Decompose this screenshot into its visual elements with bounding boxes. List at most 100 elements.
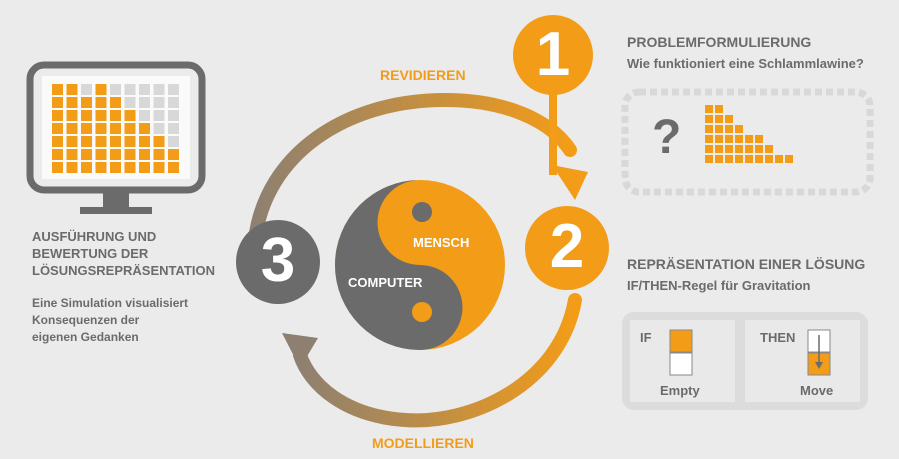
pixel-cell bbox=[81, 162, 92, 173]
yin-yang-icon bbox=[335, 180, 505, 350]
pixel-cell bbox=[110, 84, 121, 95]
question-mark-icon: ? bbox=[652, 111, 682, 164]
pixel-cell bbox=[153, 123, 165, 134]
pixel-cell bbox=[81, 123, 92, 134]
pixel-cell bbox=[66, 84, 78, 95]
pixel-cell bbox=[110, 149, 121, 160]
pixel-cell bbox=[765, 155, 773, 163]
monitor-icon bbox=[26, 61, 206, 214]
step3-title-line: AUSFÜHRUNG UND bbox=[32, 229, 157, 244]
pixel-cell bbox=[153, 136, 165, 147]
pixel-cell bbox=[705, 105, 713, 113]
pixel-cell bbox=[715, 155, 723, 163]
pixel-cell bbox=[745, 145, 753, 153]
rule-panel bbox=[622, 312, 868, 410]
revise-arrowhead bbox=[552, 165, 588, 200]
pixel-cell bbox=[139, 110, 150, 121]
pixel-cell bbox=[66, 136, 78, 147]
pixel-cell bbox=[153, 110, 165, 121]
pixel-cell bbox=[725, 155, 733, 163]
computer-label: COMPUTER bbox=[348, 275, 423, 290]
pixel-cell bbox=[745, 155, 753, 163]
step3-description: Eine Simulation visualisiert Konsequenze… bbox=[32, 295, 188, 346]
pixel-cell bbox=[139, 136, 150, 147]
pixel-cell bbox=[81, 136, 92, 147]
step3-circle bbox=[236, 220, 320, 304]
pixel-cell bbox=[95, 162, 107, 173]
pixel-cell bbox=[66, 97, 78, 108]
problem-illustration bbox=[621, 88, 874, 196]
pixel-cell bbox=[168, 110, 179, 121]
rule-then-label: THEN bbox=[760, 330, 796, 345]
step3-number: 3 bbox=[260, 226, 296, 295]
pixel-cell bbox=[95, 97, 107, 108]
pixel-cell bbox=[705, 125, 713, 133]
pixel-cell bbox=[715, 115, 723, 123]
pixel-cell bbox=[110, 110, 121, 121]
pixel-cell bbox=[124, 149, 136, 160]
pixel-cell bbox=[52, 123, 63, 134]
pixel-cell bbox=[66, 162, 78, 173]
pixel-cell bbox=[168, 84, 179, 95]
revise-label: REVIDIEREN bbox=[380, 67, 466, 83]
pixel-cell bbox=[785, 155, 793, 163]
pixel-cell bbox=[168, 162, 179, 173]
pixel-cell bbox=[124, 123, 136, 134]
pixel-cell bbox=[110, 162, 121, 173]
pixel-cell bbox=[139, 97, 150, 108]
pixel-cell bbox=[95, 149, 107, 160]
pixel-cell bbox=[95, 136, 107, 147]
pixel-cell bbox=[705, 145, 713, 153]
step2-number: 2 bbox=[549, 212, 585, 281]
pixel-cell bbox=[66, 110, 78, 121]
pixel-cell bbox=[725, 145, 733, 153]
pixel-cell bbox=[52, 162, 63, 173]
step1-circle bbox=[513, 15, 593, 95]
pixel-cell bbox=[705, 135, 713, 143]
pixel-cell bbox=[735, 135, 743, 143]
pixel-cell bbox=[124, 136, 136, 147]
pixel-cell bbox=[725, 115, 733, 123]
pixel-cell bbox=[52, 97, 63, 108]
pixel-cell bbox=[755, 155, 763, 163]
pixel-cell bbox=[124, 97, 136, 108]
rule-if-caption: Empty bbox=[660, 383, 700, 398]
model-arrow bbox=[293, 293, 582, 428]
pixel-cell bbox=[139, 84, 150, 95]
pixel-cell bbox=[81, 84, 92, 95]
step1-subtitle: Wie funktioniert eine Schlammlawine? bbox=[627, 56, 864, 71]
pixel-cell bbox=[715, 135, 723, 143]
pixel-cell bbox=[81, 149, 92, 160]
pixel-cell bbox=[755, 135, 763, 143]
pixel-cell bbox=[775, 155, 783, 163]
pixel-cell bbox=[95, 110, 107, 121]
pixel-cell bbox=[110, 123, 121, 134]
pixel-cell bbox=[725, 125, 733, 133]
step3-description-line: Konsequenzen der bbox=[32, 313, 140, 327]
pixel-cell bbox=[52, 110, 63, 121]
pixel-cell bbox=[153, 149, 165, 160]
pixel-cell bbox=[81, 97, 92, 108]
pixel-cell bbox=[139, 149, 150, 160]
rule-if-label: IF bbox=[640, 330, 652, 345]
pixel-cell bbox=[705, 155, 713, 163]
pixel-cell bbox=[52, 136, 63, 147]
pixel-cell bbox=[124, 162, 136, 173]
pixel-cell bbox=[66, 149, 78, 160]
step3-title-line: LÖSUNGSREPRÄSENTATION bbox=[32, 263, 215, 278]
pixel-cell bbox=[715, 105, 723, 113]
rule-then-caption: Move bbox=[800, 383, 834, 398]
pixel-cell bbox=[168, 123, 179, 134]
pixel-cell bbox=[715, 145, 723, 153]
pixel-cell bbox=[705, 115, 713, 123]
pixel-cell bbox=[168, 136, 179, 147]
step3-description-line: eigenen Gedanken bbox=[32, 330, 139, 344]
pixel-cell bbox=[52, 149, 63, 160]
step2-subtitle: IF/THEN-Regel für Gravitation bbox=[627, 278, 811, 293]
pixel-cell bbox=[52, 84, 63, 95]
pixel-cell bbox=[153, 84, 165, 95]
step3-title: AUSFÜHRUNG UND BEWERTUNG DER LÖSUNGSREPR… bbox=[32, 228, 215, 279]
pixel-cell bbox=[110, 136, 121, 147]
pixel-cell bbox=[168, 97, 179, 108]
